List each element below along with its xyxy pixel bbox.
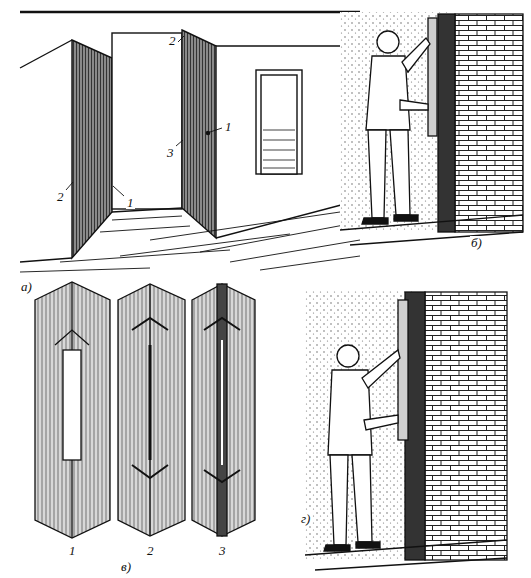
panel-label: г) — [300, 512, 311, 525]
panel-label: в) — [120, 560, 132, 573]
worker-scene-b — [340, 12, 523, 245]
callout-number: 2 — [146, 544, 155, 557]
leader-lines — [66, 36, 222, 196]
callout-number: 2 — [56, 190, 65, 203]
panel-label: б) — [470, 236, 483, 249]
corner-tools — [35, 282, 255, 538]
callout-number: 1 — [68, 544, 77, 557]
room-view — [20, 12, 360, 272]
callout-number: 1 — [224, 120, 233, 133]
callout-number: 3 — [218, 544, 227, 557]
callout-number: 1 — [126, 196, 135, 209]
panel-label: а) — [20, 280, 33, 293]
callout-number: 2 — [168, 34, 177, 47]
callout-number: 3 — [166, 146, 175, 159]
worker-scene-g — [305, 290, 507, 570]
